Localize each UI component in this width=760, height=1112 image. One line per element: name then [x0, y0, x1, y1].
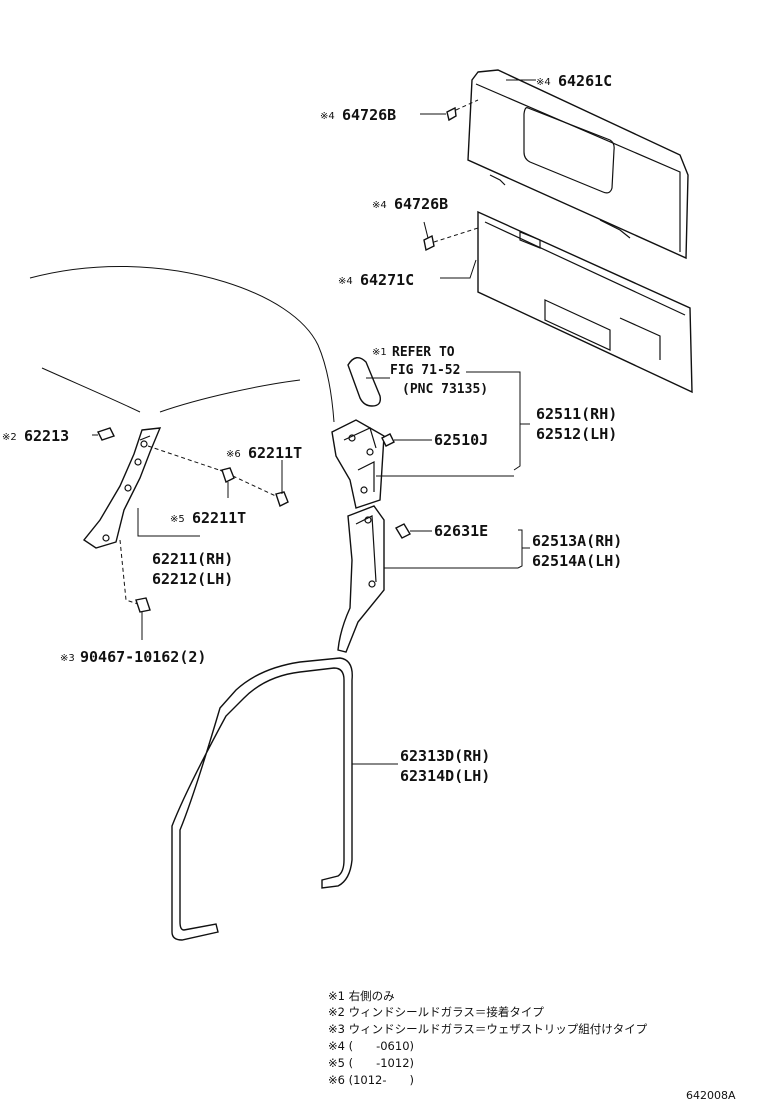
label-64726b-top-mark: ※4 — [320, 111, 335, 122]
footnote-2: ※2 ウィンドシールドガラス＝接着タイプ — [328, 1005, 544, 1019]
upper-pillar-trim — [331, 419, 432, 509]
footnote-4: ※4 ( -0610) — [328, 1039, 414, 1053]
label-refer: ※1 REFER TO FIG 71-52 (PNC 73135) — [372, 345, 488, 397]
label-90467-number: 90467-10162(2) — [80, 648, 206, 666]
label-62513a-line1: 62513A(RH) — [532, 532, 622, 550]
footnote-6: ※6 (1012- ) — [328, 1073, 414, 1087]
leader-64271c — [440, 79, 536, 279]
label-62631e-number: 62631E — [434, 522, 488, 540]
footnote-5: ※5 ( -1012) — [328, 1056, 414, 1070]
label-62211-line1: 62211(RH) — [152, 550, 233, 568]
label-refer-mark: ※1 — [372, 347, 387, 358]
door-weatherstrip — [171, 657, 398, 941]
a-pillar-trim — [82, 427, 281, 605]
bracket-62511 — [376, 371, 530, 477]
back-window-panel — [467, 69, 689, 260]
label-64726b-mid-mark: ※4 — [372, 200, 387, 211]
label-refer-line3: (PNC 73135) — [402, 382, 488, 397]
label-64726b-mid: ※4 64726B — [372, 195, 448, 213]
label-62211: 62211(RH) 62212(LH) — [152, 550, 233, 588]
label-62213-mark: ※2 — [2, 432, 17, 443]
label-refer-line2: FIG 71-52 — [390, 363, 460, 378]
roof-outline — [29, 265, 335, 423]
label-refer-line1: REFER TO — [392, 345, 455, 360]
footnote-1: ※1 右側のみ — [328, 989, 395, 1003]
label-62211-line2: 62212(LH) — [152, 570, 233, 588]
label-62513a-line2: 62514A(LH) — [532, 552, 622, 570]
clip-90467 — [135, 597, 151, 640]
bracket-62211 — [137, 508, 200, 537]
label-62511-line1: 62511(RH) — [536, 405, 617, 423]
bracket-62513a — [384, 529, 530, 569]
grab-handle — [347, 357, 390, 407]
label-62511: 62511(RH) 62512(LH) — [536, 405, 617, 443]
label-62211t-b-mark: ※5 — [170, 514, 185, 525]
footnote-3: ※3 ウィンドシールドガラス＝ウェザストリップ組付けタイプ — [328, 1022, 648, 1036]
label-64271c-number: 64271C — [360, 271, 414, 289]
label-64271c-mark: ※4 — [338, 276, 353, 287]
figure-id: 642008A — [686, 1089, 736, 1102]
label-62510j: 62510J — [434, 431, 488, 449]
label-64726b-top-number: 64726B — [342, 106, 396, 124]
label-62211t-a-mark: ※6 — [226, 449, 241, 460]
clip-64726b-mid — [423, 221, 479, 252]
label-90467: ※3 90467-10162(2) — [60, 648, 206, 666]
label-90467-mark: ※3 — [60, 653, 75, 664]
label-64726b-top: ※4 64726B — [320, 106, 396, 124]
label-64271c: ※4 64271C — [338, 271, 414, 289]
label-62211t-b-number: 62211T — [192, 509, 246, 527]
label-62211t-a: ※6 62211T — [226, 444, 302, 462]
label-62513a: 62513A(RH) 62514A(LH) — [532, 532, 622, 570]
label-62510j-number: 62510J — [434, 431, 488, 449]
clip-64726b-top — [420, 99, 479, 122]
label-62313d-line1: 62313D(RH) — [400, 747, 490, 765]
footnotes: ※1 右側のみ ※2 ウィンドシールドガラス＝接着タイプ ※3 ウィンドシールド… — [328, 989, 648, 1087]
label-62631e: 62631E — [434, 522, 488, 540]
lower-pillar-trim — [337, 505, 432, 653]
label-64261c-number: 64261C — [558, 72, 612, 90]
label-62313d: 62313D(RH) 62314D(LH) — [400, 747, 490, 785]
label-62313d-line2: 62314D(LH) — [400, 767, 490, 785]
label-64261c-mark: ※4 — [536, 77, 551, 88]
label-62511-line2: 62512(LH) — [536, 425, 617, 443]
label-62211t-b: ※5 62211T — [170, 509, 246, 527]
clip-62211t — [221, 460, 289, 507]
label-64261c: ※4 64261C — [536, 72, 612, 90]
label-62213: ※2 62213 — [2, 427, 69, 445]
label-62211t-a-number: 62211T — [248, 444, 302, 462]
label-62213-number: 62213 — [24, 427, 69, 445]
lower-back-panel — [477, 210, 693, 394]
label-64726b-mid-number: 64726B — [394, 195, 448, 213]
